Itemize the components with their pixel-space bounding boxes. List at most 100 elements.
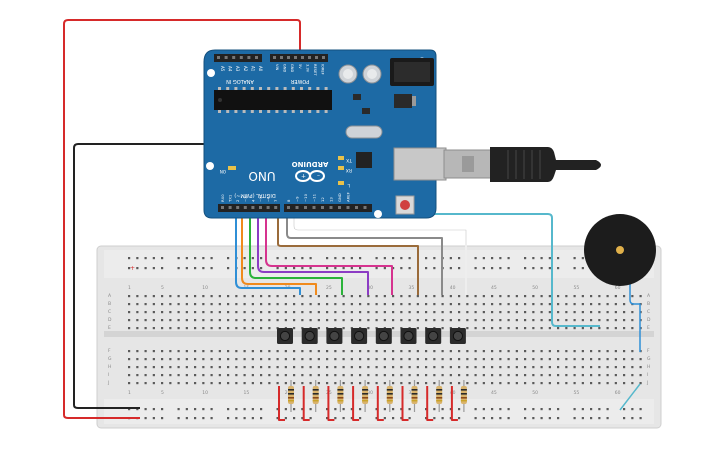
breadboard-hole — [425, 303, 428, 306]
breadboard-hole — [128, 327, 131, 330]
red-jumper-wire[interactable] — [426, 386, 434, 421]
svg-text:+: + — [301, 172, 306, 179]
breadboard-hole — [144, 350, 147, 353]
header-pin — [355, 206, 358, 209]
breadboard-hole — [284, 311, 287, 314]
breadboard-hole — [161, 303, 164, 306]
piezo-buzzer[interactable] — [584, 214, 656, 286]
pushbutton-cap[interactable] — [354, 330, 365, 342]
breadboard-hole — [639, 358, 642, 361]
breadboard-hole — [342, 319, 345, 322]
breadboard-hole — [565, 358, 568, 361]
red-jumper-wire[interactable] — [450, 386, 458, 421]
breadboard-hole — [383, 374, 386, 377]
chip-pin — [324, 110, 328, 113]
reset-button-cap[interactable] — [400, 200, 410, 210]
breadboard-hole — [334, 257, 337, 260]
resistor[interactable] — [386, 380, 393, 412]
breadboard-hole — [276, 408, 279, 411]
breadboard-hole — [136, 374, 139, 377]
breadboard-hole — [136, 319, 139, 322]
pushbutton[interactable] — [326, 328, 343, 344]
pushbutton[interactable] — [449, 328, 466, 344]
red-jumper-wire[interactable] — [278, 386, 285, 421]
pushbutton[interactable] — [277, 328, 293, 344]
wire-magenta-pin6[interactable] — [265, 208, 393, 295]
breadboard-hole — [474, 366, 477, 369]
led-l — [338, 181, 344, 185]
digital-pin-label: 7 — [273, 199, 278, 202]
breadboard-hole — [598, 327, 601, 330]
red-jumper-wire[interactable] — [376, 386, 384, 421]
breadboard-hole — [326, 311, 329, 314]
pushbutton-cap[interactable] — [279, 330, 291, 342]
chip-pin — [316, 110, 320, 113]
chip-pin — [226, 87, 230, 90]
resistor[interactable] — [362, 380, 369, 412]
breadboard-hole — [218, 319, 221, 322]
wire-green-pin4[interactable] — [249, 208, 343, 295]
wire-gray-pin8[interactable] — [286, 208, 443, 295]
breadboard-hole — [293, 350, 296, 353]
pushbutton[interactable] — [301, 328, 318, 344]
breadboard-hole — [334, 350, 337, 353]
wire-blue-pin2[interactable] — [235, 208, 301, 295]
pushbutton[interactable] — [400, 328, 417, 344]
breadboard-hole — [524, 382, 527, 385]
breadboard-hole — [557, 319, 560, 322]
breadboard-hole — [326, 319, 329, 322]
breadboard-hole — [425, 382, 428, 385]
breadboard-hole — [639, 408, 642, 411]
resistor[interactable] — [411, 380, 418, 412]
breadboard-hole — [606, 350, 609, 353]
breadboard-hole — [128, 295, 131, 298]
breadboard-hole — [152, 303, 155, 306]
header-pin — [259, 206, 262, 209]
wire-orange-pin3[interactable] — [241, 208, 317, 295]
pushbutton-cap[interactable] — [452, 330, 463, 342]
wire-cyan-buzzer[interactable] — [378, 213, 600, 327]
pushbutton-cap[interactable] — [304, 330, 315, 342]
pushbutton-cap[interactable] — [403, 330, 414, 342]
wire-purple-pin5[interactable] — [257, 208, 369, 295]
breadboard-hole — [144, 417, 147, 420]
pushbutton[interactable] — [375, 328, 392, 344]
red-jumper-wire[interactable] — [302, 386, 310, 421]
resistor[interactable] — [312, 380, 319, 412]
red-jumper-wire[interactable] — [401, 386, 409, 421]
pushbutton[interactable] — [425, 328, 442, 344]
wire-brown-pin7[interactable] — [277, 208, 419, 295]
breadboard-hole — [507, 408, 510, 411]
resistor[interactable] — [436, 380, 443, 412]
red-jumper-wire[interactable] — [327, 386, 335, 421]
breadboard-hole — [606, 358, 609, 361]
resistor[interactable] — [288, 380, 294, 412]
pushbutton-cap[interactable] — [428, 330, 439, 342]
breadboard-hole — [235, 303, 238, 306]
breadboard-hole — [293, 295, 296, 298]
wire-buzzer-gnd[interactable] — [619, 383, 641, 411]
resistor[interactable] — [337, 380, 344, 412]
usb-cable[interactable] — [393, 147, 601, 182]
breadboard-hole — [293, 319, 296, 322]
wire-buzzer-lead[interactable] — [629, 268, 641, 352]
red-jumper-wire[interactable] — [352, 386, 360, 421]
wire-red-5v[interactable] — [63, 19, 301, 419]
breadboard-hole — [581, 295, 584, 298]
breadboard-hole — [400, 311, 403, 314]
breadboard-hole — [532, 350, 535, 353]
breadboard-hole — [375, 408, 378, 411]
breadboard-hole — [507, 382, 510, 385]
breadboard-hole — [144, 303, 147, 306]
breadboard-hole — [540, 350, 543, 353]
breadboard-hole — [540, 319, 543, 322]
breadboard-hole — [185, 327, 188, 330]
pushbutton-cap[interactable] — [378, 330, 389, 342]
pushbutton[interactable] — [351, 328, 368, 344]
pushbutton-cap[interactable] — [329, 330, 340, 342]
column-number: 10 — [202, 390, 208, 396]
resistor[interactable] — [460, 380, 467, 412]
breadboard-hole — [474, 382, 477, 385]
header-pin — [338, 206, 341, 209]
